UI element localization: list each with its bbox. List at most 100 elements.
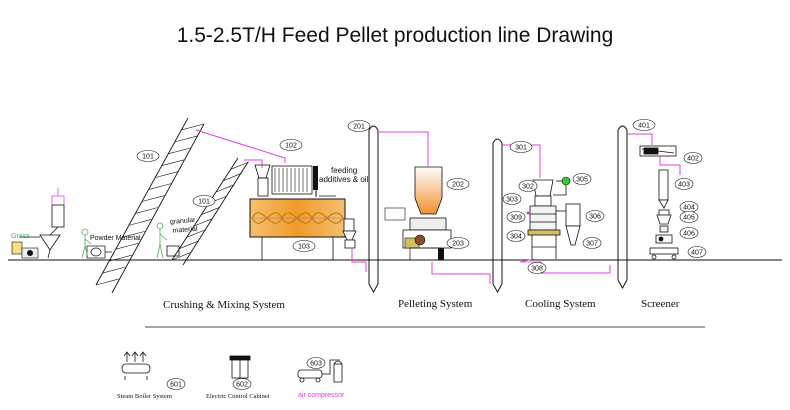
feeding-label-line1: feeding <box>331 166 357 175</box>
tag-403-bubble <box>674 178 694 190</box>
pipe-mixer-to-201 <box>351 248 367 272</box>
tag-309: 309 <box>510 215 522 222</box>
tag-307: 307 <box>586 241 598 248</box>
pipe-203-to-301 <box>431 262 491 284</box>
tag-103: 103 <box>298 244 310 251</box>
bucket-elevator-101b <box>171 157 249 266</box>
tag-202: 202 <box>452 182 464 189</box>
tag-303-bubble <box>502 193 522 205</box>
tag-402-bubble <box>683 152 703 164</box>
tag-202-bubble <box>446 178 470 190</box>
tag-306: 306 <box>589 214 601 221</box>
grass-crusher <box>11 241 39 259</box>
tag-406: 406 <box>683 231 695 238</box>
powder-material-label: Powder Material <box>90 235 141 242</box>
tag-405-bubble <box>679 211 699 223</box>
conveyor-101b-truss <box>171 161 250 261</box>
cyclone-306 <box>556 203 581 246</box>
granular-label-line1: granular <box>170 217 197 226</box>
tag-303: 303 <box>506 197 518 204</box>
section-screener: Screener <box>641 298 680 310</box>
tag-203: 203 <box>452 241 464 248</box>
tag-302: 302 <box>522 184 534 191</box>
legend-air-label: air compressor <box>298 392 345 399</box>
steam-boiler-icon <box>121 351 151 380</box>
feeding-label-line2: additives & oil <box>319 175 369 184</box>
granular-label-line2: material <box>172 226 198 235</box>
tag-304-bubble <box>506 230 526 242</box>
mixer-feed-hopper <box>254 164 313 197</box>
tag-402: 402 <box>687 156 699 163</box>
elevator-301 <box>492 138 503 294</box>
pellet-bin-202 <box>414 166 443 215</box>
packing-404-405 <box>656 209 672 233</box>
pipe-401-to-402 <box>627 133 653 145</box>
powder-worker <box>81 228 92 259</box>
pipe-402-to-403 <box>659 156 681 175</box>
tag-301: 301 <box>515 145 527 152</box>
tag-602: 602 <box>236 382 248 389</box>
pipe-201-to-202 <box>378 131 429 166</box>
tag-401-bubble <box>632 119 656 131</box>
tag-305-bubble <box>572 173 592 185</box>
feeding-additive-inlet <box>313 166 336 197</box>
tag-102-bubble <box>279 139 303 151</box>
tag-305: 305 <box>576 177 588 184</box>
tag-404: 404 <box>683 205 695 212</box>
pellet-mill-203 <box>402 217 452 261</box>
truss-lines <box>95 123 205 286</box>
tag-101b: 101 <box>198 199 210 206</box>
tag-405: 405 <box>683 215 695 222</box>
pellet-control-box <box>384 207 406 221</box>
elevator-201 <box>368 125 379 294</box>
sewing-406 <box>655 234 673 244</box>
tag-403: 403 <box>678 182 690 189</box>
section-crushing: Crushing & Mixing System <box>163 299 285 311</box>
tag-301-bubble <box>509 141 533 153</box>
cooler-base-308 <box>519 229 561 263</box>
tag-406-bubble <box>679 227 699 239</box>
tag-602-bubble <box>232 378 252 390</box>
section-pelleting: Pelleting System <box>398 298 473 310</box>
cooler-302 <box>529 179 557 231</box>
tag-201-bubble <box>347 120 371 132</box>
tag-407: 407 <box>691 250 703 257</box>
grass-label: Grass <box>11 233 30 240</box>
bin-403 <box>658 169 669 209</box>
tag-101a-bubble <box>136 150 160 162</box>
conveyor-407 <box>649 247 679 260</box>
pipe-101-to-mixer <box>195 129 286 163</box>
tag-101a: 101 <box>142 154 154 161</box>
tag-101b-bubble <box>192 195 216 207</box>
elevator-401 <box>617 125 628 290</box>
tag-203-bubble <box>446 237 470 249</box>
tag-407-bubble <box>687 246 707 258</box>
tag-401: 401 <box>638 123 650 130</box>
tag-601-bubble <box>166 378 186 390</box>
mixer-motor <box>342 218 357 249</box>
powder-crusher <box>86 245 112 259</box>
tag-201: 201 <box>353 124 365 131</box>
air-compressor-icon <box>297 359 343 383</box>
section-cooling: Cooling System <box>525 298 596 310</box>
tag-103-bubble <box>292 240 316 252</box>
conveyor-101a-truss <box>95 123 205 286</box>
mixer-103 <box>249 198 346 260</box>
legend-steam-label: Steam Boiler System <box>117 393 172 400</box>
tag-302-bubble <box>518 180 538 192</box>
grass-dust-collector <box>20 188 65 259</box>
tag-603-bubble <box>306 357 326 369</box>
cooler-fan-305 <box>553 176 571 196</box>
granular-label: granular material <box>170 217 199 235</box>
feeding-label: feeding additives & oil <box>319 166 369 184</box>
tag-304: 304 <box>510 234 522 241</box>
tag-309-bubble <box>506 211 526 223</box>
tag-603: 603 <box>310 361 322 368</box>
granular-worker <box>156 222 180 259</box>
tag-306-bubble <box>585 210 605 222</box>
page-title: 1.5-2.5T/H Feed Pellet production line D… <box>176 24 614 47</box>
tag-308: 308 <box>531 266 543 273</box>
tag-308-bubble <box>527 262 547 274</box>
